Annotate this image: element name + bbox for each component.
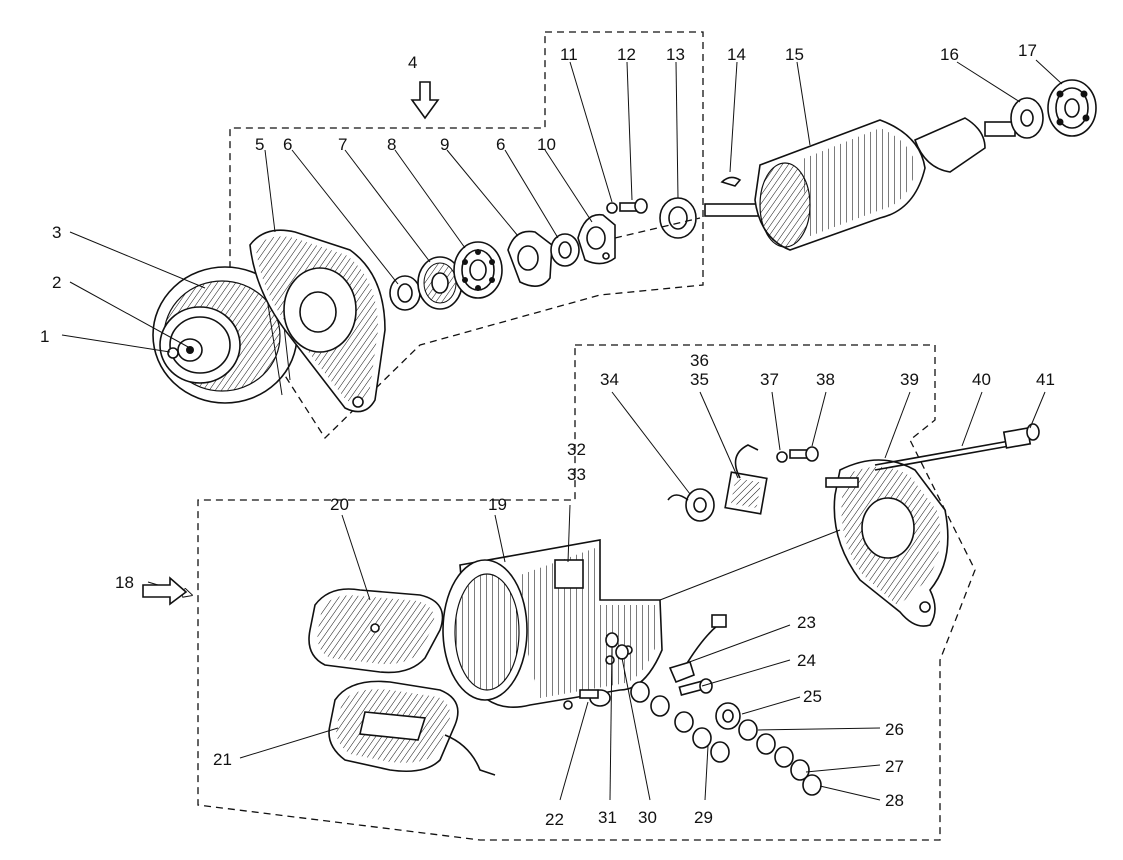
callout-24: 24 [797, 651, 816, 670]
callout-10: 10 [537, 135, 556, 154]
insulator-25 [715, 702, 741, 730]
callout-6a: 6 [283, 135, 292, 154]
group-18-boundary [197, 344, 976, 841]
callout-17: 17 [1018, 41, 1037, 60]
callout-11: 11 [560, 45, 578, 64]
end-plate [249, 229, 386, 413]
callout-39: 39 [900, 370, 919, 389]
callout-36: 36 [690, 351, 709, 370]
bearing-13 [659, 197, 697, 239]
callout-26: 26 [885, 720, 904, 739]
arrow-18 [142, 576, 188, 606]
callout-40: 40 [972, 370, 991, 389]
screw-38 [789, 446, 819, 462]
callout-9: 9 [440, 135, 449, 154]
callout-33: 33 [567, 465, 586, 484]
callout-31: 31 [598, 808, 617, 827]
bearing-17 [1047, 79, 1097, 137]
bearing-8 [453, 241, 503, 299]
callout-29: 29 [694, 808, 713, 827]
callout-14: 14 [727, 45, 746, 64]
bearing-7 [417, 256, 463, 310]
screw-22 [579, 689, 611, 707]
pole-shoe-20 [308, 588, 444, 674]
callout-4: 4 [408, 53, 417, 72]
leader-lines [61, 59, 1063, 801]
callout-13: 13 [666, 45, 685, 64]
callout-28: 28 [885, 791, 904, 810]
armature [704, 117, 1016, 251]
callout-1: 1 [40, 327, 49, 346]
callout-3: 3 [52, 223, 61, 242]
callout-30: 30 [638, 808, 657, 827]
callout-labels: 1 2 3 4 5 6 6 7 8 9 10 11 12 13 14 15 16… [40, 41, 1055, 829]
arrow-4 [410, 81, 440, 120]
callout-35: 35 [690, 370, 709, 389]
lock-washer-11 [606, 202, 618, 214]
callout-2: 2 [52, 273, 61, 292]
callout-37: 37 [760, 370, 779, 389]
callout-22: 22 [545, 810, 564, 829]
callout-23: 23 [797, 613, 816, 632]
brush-holder-35 [724, 444, 768, 515]
brush-34 [667, 488, 715, 522]
key-14 [720, 176, 742, 187]
bearing-cap-10 [577, 213, 616, 265]
screw-12 [619, 198, 648, 214]
callout-27: 27 [885, 757, 904, 776]
callout-7: 7 [338, 135, 347, 154]
callout-12: 12 [617, 45, 636, 64]
callout-6b: 6 [496, 135, 505, 154]
terminal-screw-24 [678, 678, 713, 696]
callout-20: 20 [330, 495, 349, 514]
callout-16: 16 [940, 45, 959, 64]
callout-38: 38 [816, 370, 835, 389]
callout-8: 8 [387, 135, 396, 154]
washer-16 [1010, 97, 1044, 139]
callout-5: 5 [255, 135, 264, 154]
callout-21: 21 [213, 750, 232, 769]
callout-19: 19 [488, 495, 507, 514]
callout-25: 25 [803, 687, 822, 706]
washer-6b [550, 233, 580, 267]
terminal-lead-23 [668, 614, 727, 684]
callout-15: 15 [785, 45, 804, 64]
washer-37 [776, 451, 788, 463]
bolt-head-41 [1002, 423, 1040, 449]
end-housing-39 [825, 459, 949, 627]
callout-34: 34 [600, 370, 619, 389]
yoke-housing-19 [442, 539, 663, 710]
pulley-fan [152, 266, 298, 404]
washer-6a [389, 275, 421, 311]
callout-18: 18 [115, 573, 134, 592]
through-bolt-40 [874, 439, 1016, 471]
retainer-plate-9 [507, 230, 553, 287]
callout-32: 32 [567, 440, 586, 459]
callout-41: 41 [1036, 370, 1055, 389]
field-coil-21 [328, 680, 496, 776]
